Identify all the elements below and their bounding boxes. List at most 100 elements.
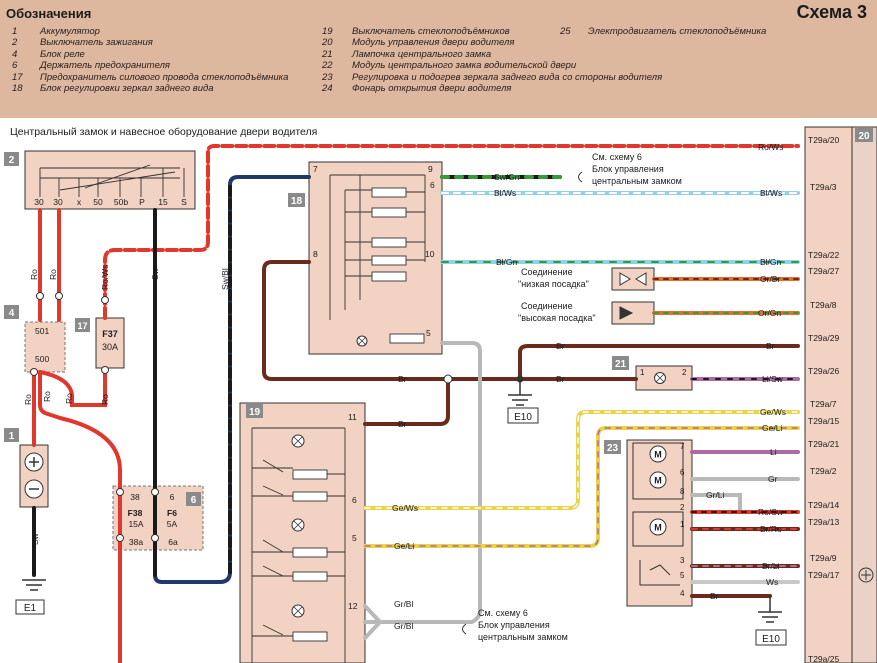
pin-number: 2 [682, 368, 687, 377]
fuse-name: F38 [128, 508, 143, 518]
window-lifter-switch [239, 402, 366, 663]
window-motor-icon: M [649, 518, 667, 536]
ground-icon [22, 579, 46, 591]
pin-number: 11 [348, 412, 357, 422]
legend-item-number: 25 [560, 26, 571, 37]
fuse-labels: 38 F38 15A 38a 6 F6 5A 6a [128, 492, 178, 547]
note-line: центральным замком [478, 632, 568, 642]
module-pin: T29a/2 [810, 466, 837, 476]
terminal-label: P [139, 197, 145, 207]
component-number-6: 6 [191, 495, 197, 506]
wire-label: Ro/Ws [100, 265, 110, 291]
pin-number: 2 [680, 503, 685, 512]
component-number-2: 2 [9, 155, 15, 166]
pin-numbers: 7 9 6 8 10 5 11 6 5 12 [313, 164, 435, 611]
legend-item-number: 23 [322, 71, 333, 83]
note-line: Блок управления [592, 164, 664, 174]
mirror-switch-internals [329, 174, 426, 344]
wire-label: Bl/Gn [496, 257, 518, 267]
low-fit-connector [611, 267, 655, 291]
wire-label: Ro/Sw [758, 507, 784, 517]
legend-item-number: 19 [322, 26, 333, 37]
legend-item-text: Модуль центрального замка водительской д… [352, 60, 577, 72]
wire-red-white [103, 144, 800, 320]
ground-label: E10 [762, 634, 780, 645]
note-line: Соединение [521, 267, 573, 277]
module-pin: T29a/3 [810, 182, 837, 192]
wire-label: Sw [30, 532, 40, 545]
note-line: центральным замком [592, 176, 682, 186]
svg-text:M: M [654, 523, 662, 533]
wire-label: Bl/Ws [760, 188, 782, 198]
component-tag-18 [288, 193, 305, 207]
terminal-label: 30 [34, 197, 44, 207]
component-number-20: 20 [858, 131, 870, 142]
module-pin: T29a/22 [808, 250, 839, 260]
motor-icon: M [649, 445, 667, 463]
lamp-icon [356, 335, 368, 347]
wire-label: Br/Li [762, 561, 780, 571]
wire-label: Ro [48, 269, 58, 280]
wire-label: Li/Sw [762, 374, 784, 384]
wire-label: Ro [64, 393, 74, 404]
legend-item-text: Выключатель стеклоподъёмников [352, 26, 510, 37]
wire-label: Ro [42, 391, 52, 402]
wire-label: Bl/Ws [494, 188, 516, 198]
wire-red [38, 370, 122, 663]
heater-element [639, 560, 680, 586]
component-number-1: 1 [9, 431, 15, 442]
notes: См. схему 6 Блок управления центральным … [478, 152, 682, 642]
component-tag-17 [75, 318, 90, 332]
wire-label: Sw/Bl [220, 268, 230, 290]
module-pin-labels: T29a/20 T29a/3 T29a/22 T29a/27 T29a/8 T2… [808, 135, 839, 663]
wire-label: Br [766, 341, 775, 351]
wire-label: Br [710, 591, 719, 601]
module-pin: T29a/27 [808, 266, 839, 276]
wire-label: Li [770, 447, 777, 457]
module-pin: T29a/20 [808, 135, 839, 145]
fuse-pin-label: 6a [168, 537, 178, 547]
connector-icon [619, 306, 634, 320]
legend-title: Обозначения [6, 6, 92, 21]
wire-label: Ws [766, 577, 778, 587]
component-tag-1 [4, 428, 19, 442]
wire-label: Sw/Gn [494, 172, 520, 182]
legend-item-number: 18 [12, 83, 23, 95]
module-pin: T29a/15 [808, 416, 839, 426]
wire-label: Br/Ro [760, 524, 782, 534]
component-tag-19 [246, 404, 263, 418]
legend-item-text: Предохранитель силового провода стеклопо… [40, 71, 289, 83]
module-pin: T29a/7 [810, 399, 837, 409]
legend-item-number: 20 [322, 37, 333, 49]
wire-gray-blue [363, 341, 482, 624]
wire-label: Ge/Ws [760, 407, 786, 417]
terminal-label: S [181, 197, 187, 207]
ground-tag-e10 [507, 407, 539, 424]
pin-number: 5 [680, 571, 685, 580]
fuse-rating: 15A [128, 519, 143, 529]
component-tag-6 [186, 492, 201, 506]
legend-item-text: Регулировка и подогрев зеркала заднего в… [352, 71, 663, 83]
component-number-18: 18 [291, 196, 303, 207]
pin-number: 5 [426, 328, 431, 338]
legend-item: 19 Выключатель стеклоподъёмников [322, 26, 662, 37]
legend-item-number: 17 [12, 71, 23, 83]
relay-block [24, 321, 66, 373]
legend-item-number: 1 [12, 26, 18, 37]
legend-item-text: Держатель предохранителя [40, 60, 170, 72]
ignition-switch [24, 150, 196, 210]
connector-icon [858, 567, 874, 583]
relay-pin-label: 501 [35, 326, 49, 336]
pin-number: 3 [680, 556, 685, 565]
pin-number: 12 [348, 601, 358, 611]
note-line: См. схему 6 [592, 152, 642, 162]
note-line: "высокая посадка" [518, 313, 596, 323]
pin-number: 9 [428, 164, 433, 174]
mirror-pin-numbers: 7 6 8 2 1 3 5 4 [680, 442, 685, 598]
diagram-subtitle: Центральный замок и навесное оборудовани… [10, 126, 318, 138]
wire-label: Gr/Bl [394, 599, 413, 609]
terminal-label: 30 [53, 197, 63, 207]
